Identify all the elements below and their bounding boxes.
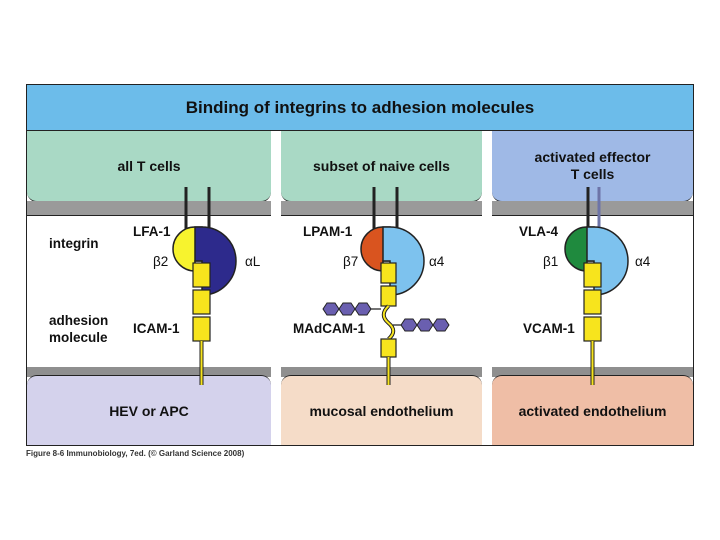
vcam1-molecule [583,262,602,385]
beta-subunit-label: β2 [153,254,169,269]
adhesion-molecule-name: ICAM-1 [133,321,180,336]
molecule-diagram [172,187,629,385]
column-header-line-2: T cells [570,166,615,182]
integrin-name: LFA-1 [133,224,171,239]
column-footer-text: activated endothelium [518,403,667,419]
figure-title: Binding of integrins to adhesion molecul… [27,85,693,131]
alpha-subunit-label: α4 [635,254,651,269]
row-label-integrin: integrin [49,236,99,251]
column-footer: HEV or APC [27,375,271,445]
column-footer-text: mucosal endothelium [309,403,454,419]
glycan-hexagon [338,302,356,316]
figure-panel: Binding of integrins to adhesion molecul… [26,84,694,446]
column-footer: mucosal endothelium [281,375,482,445]
row-label-adhesion-line-2: molecule [49,330,108,345]
membrane-top [492,201,693,216]
alpha-subunit-label: α4 [429,254,445,269]
glycan-hexagon [416,318,434,332]
glycan-hexagon [354,302,372,316]
column-activated-effector: activated effector T cells activated end… [492,131,693,445]
figure-caption: Figure 8-6 Immunobiology, 7ed. (© Garlan… [26,449,245,458]
alpha-subunit-label: αL [245,254,261,269]
column-header-text: all T cells [117,157,181,174]
integrin-name: LPAM-1 [303,224,353,239]
icam1-molecule [192,262,211,385]
column-separator [271,131,281,445]
membrane-bottom [281,367,482,377]
membrane-bottom [27,367,271,377]
column-header-text: subset of naive cells [313,157,450,174]
column-header: activated effector T cells [492,131,693,202]
madcam1-molecule [322,262,450,385]
glycan-hexagon [400,318,418,332]
membrane-top [281,201,482,216]
column-naive-subset: subset of naive cells mucosal endotheliu… [281,131,482,445]
column-footer: activated endothelium [492,375,693,445]
column-footer-text: HEV or APC [109,403,189,419]
glycan-hexagon [432,318,450,332]
row-label-adhesion-line-1: adhesion [49,313,109,328]
column-header-line-1: activated effector [534,149,651,165]
column-separator [482,131,492,445]
column-header: subset of naive cells [281,131,482,202]
beta-subunit-label: β7 [343,254,359,269]
adhesion-molecule-name: MAdCAM-1 [293,321,365,336]
adhesion-molecule-name: VCAM-1 [523,321,575,336]
integrin-name: VLA-4 [519,224,559,239]
alpha4-subunit [382,226,425,296]
glycan-hexagon [322,302,340,316]
beta-subunit-label: β1 [543,254,559,269]
